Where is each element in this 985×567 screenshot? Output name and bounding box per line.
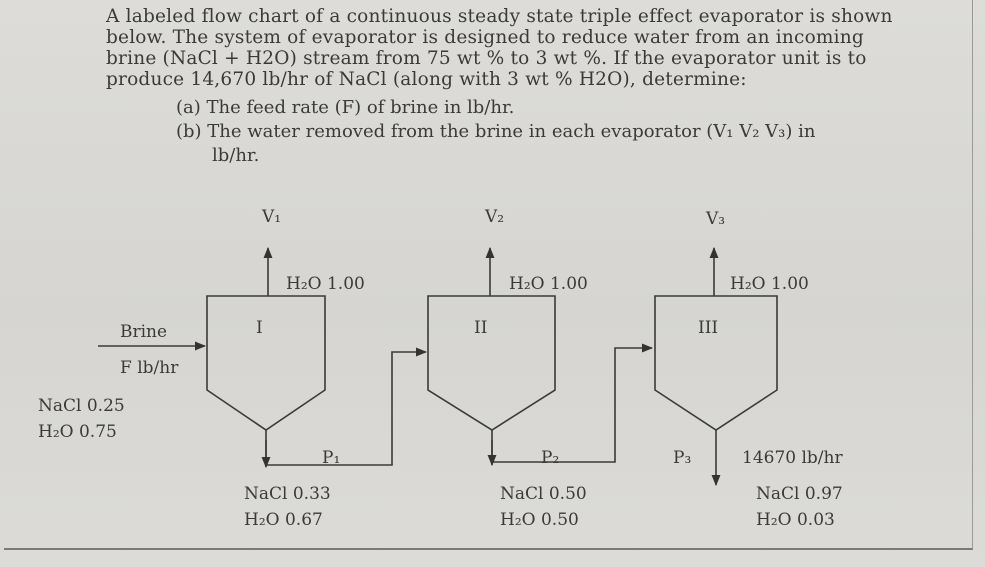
question-b-continued: lb/hr. [212,145,260,166]
feed-flow-label: F lb/hr [120,358,179,378]
problem-line: below. The system of evaporator is desig… [106,27,864,48]
evaporator-3-numeral: III [698,318,719,338]
vapor-3-label: V₃ [706,209,726,229]
evaporator-1-numeral: I [256,318,263,338]
question-b: (b) The water removed from the brine in … [176,121,816,142]
vapor-3-composition: H₂O 1.00 [730,274,809,294]
problem-line: A labeled flow chart of a continuous ste… [106,6,893,27]
evaporator-2-vessel [427,295,556,431]
feed-label: Brine [120,322,168,342]
vapor-1-label: V₁ [262,207,282,227]
product-2-stream [491,343,654,463]
feed-nacl-fraction: NaCl 0.25 [38,396,125,416]
product-1-nacl-fraction: NaCl 0.33 [244,484,331,504]
product-3-nacl-fraction: NaCl 0.97 [756,484,843,504]
product-3-flow-rate: 14670 lb/hr [742,448,843,468]
product-3-label: P₃ [673,448,692,468]
page-frame [4,0,973,550]
product-1-h2o-fraction: H₂O 0.67 [244,510,323,530]
feed-h2o-fraction: H₂O 0.75 [38,422,117,442]
question-a: (a) The feed rate (F) of brine in lb/hr. [176,97,515,118]
evaporator-3-vessel [654,295,778,431]
product-2-h2o-fraction: H₂O 0.50 [500,510,579,530]
product-2-label: P₂ [541,448,560,468]
evaporator-1-vessel [206,295,326,431]
product-2-nacl-fraction: NaCl 0.50 [500,484,587,504]
product-1-label: P₁ [322,448,341,468]
problem-line: brine (NaCl + H2O) stream from 75 wt % t… [106,48,867,69]
problem-statement: A labeled flow chart of a continuous ste… [106,6,946,90]
product-1-stream [265,347,428,466]
product-3-h2o-fraction: H₂O 0.03 [756,510,835,530]
problem-line: produce 14,670 lb/hr of NaCl (along with… [106,69,747,90]
vapor-1-composition: H₂O 1.00 [286,274,365,294]
vapor-2-label: V₂ [485,207,505,227]
vapor-2-composition: H₂O 1.00 [509,274,588,294]
evaporator-2-numeral: II [474,318,488,338]
